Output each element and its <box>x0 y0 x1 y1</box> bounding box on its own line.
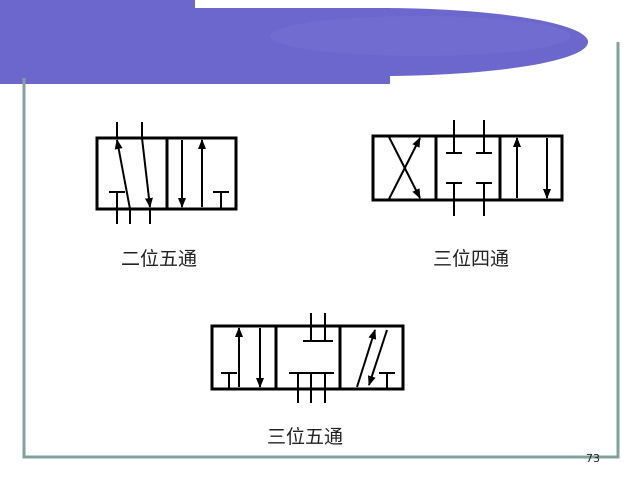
caption-two-position-five-way: 二位五通 <box>121 248 198 270</box>
banner-top-strip <box>0 0 195 8</box>
valve-2-position-5-way <box>95 122 238 224</box>
banner-oval <box>172 8 588 76</box>
flow-arrow <box>356 329 377 388</box>
valve-body <box>371 134 564 202</box>
valve-3-position-4-way <box>371 120 564 216</box>
caption-three-position-four-way: 三位四通 <box>433 248 510 270</box>
caption-three-position-five-way: 三位五通 <box>267 426 344 448</box>
valve-body <box>210 324 405 391</box>
title-banner <box>0 0 588 84</box>
flow-arrow <box>114 139 131 210</box>
banner-oval-highlight <box>270 16 570 56</box>
flow-arrow <box>388 137 421 200</box>
valve-3-position-5-way <box>210 313 405 403</box>
slide-frame <box>22 42 620 459</box>
flow-arrow <box>367 329 388 386</box>
flow-arrow <box>141 137 153 208</box>
page-number: 73 <box>586 452 600 465</box>
